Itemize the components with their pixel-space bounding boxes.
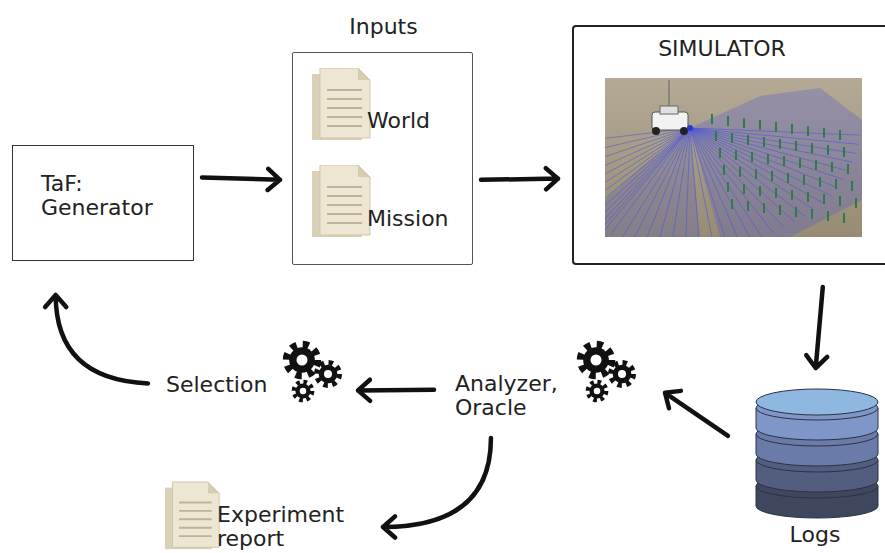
process-box: TaF: Generator	[12, 145, 194, 261]
node-label: Mission	[367, 207, 469, 231]
simulator-box: SIMULATOR	[572, 25, 885, 265]
document-node: World	[309, 67, 469, 155]
node-label: TaF: Generator	[41, 172, 191, 220]
arrow-connector	[806, 287, 827, 368]
node-label: Analyzer, Oracle	[455, 372, 573, 420]
arrow-connector	[665, 391, 728, 436]
database-cylinder: Logs	[752, 386, 882, 552]
selection-node: Selection	[160, 340, 350, 410]
arrow-connector	[202, 169, 280, 190]
analyzer-node: Analyzer, Oracle	[450, 368, 645, 430]
arrow-connector	[383, 438, 491, 538]
arrow-connector	[481, 168, 558, 189]
arrow-connector	[45, 295, 148, 383]
node-label: Logs	[752, 523, 878, 547]
node-label: Inputs	[293, 15, 474, 39]
node-label: Experiment report	[217, 503, 372, 551]
document-node: Mission	[309, 164, 469, 252]
node-label: Selection	[166, 373, 284, 397]
arrow-connector	[358, 380, 434, 401]
cylinder-shape	[752, 386, 882, 520]
node-label: World	[367, 109, 467, 133]
report-node: Experiment report	[160, 478, 375, 553]
input-group-box: InputsWorldMission	[292, 52, 473, 265]
node-label: SIMULATOR	[574, 37, 870, 61]
